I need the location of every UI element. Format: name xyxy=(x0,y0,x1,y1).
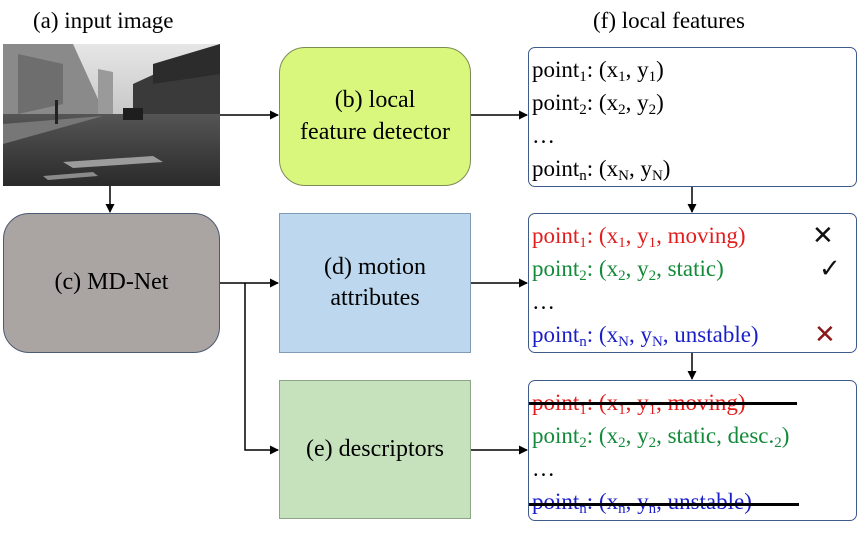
motion-attributes-box: (d) motion attributes xyxy=(279,213,471,353)
reject-cross-icon: ✕ xyxy=(812,221,834,250)
local-feature-detector-box: (b) local feature detector xyxy=(279,47,471,186)
motion-label-line2: attributes xyxy=(330,285,420,311)
strikethrough-line xyxy=(529,503,799,506)
strikethrough-line xyxy=(529,402,797,405)
descriptors-box: (e) descriptors xyxy=(279,380,471,519)
local-features-panel: point1: (x1, y1) point2: (x2, y2) … poin… xyxy=(528,47,857,187)
descriptors-label: (e) descriptors xyxy=(306,435,444,462)
input-image xyxy=(3,44,220,186)
feature-line-1: point1: (x1, y1) xyxy=(532,57,664,85)
accept-check-icon: ✓ xyxy=(819,254,841,283)
md-net-box: (c) MD-Net xyxy=(3,213,220,353)
arrow-mdnet-to-descriptors xyxy=(244,283,279,455)
static-feature-line: point2: (x2, y2, static) xyxy=(532,256,724,284)
final-ellipsis: … xyxy=(532,456,555,481)
detector-label-line1: (b) local xyxy=(334,87,416,114)
reject-cross-dark-icon: ✕ xyxy=(814,320,836,349)
removed-unstable-line: pointn: (xn, yn, unstable) xyxy=(532,489,752,517)
local-features-heading: (f) local features xyxy=(593,8,745,33)
motion-attributed-features-panel: point1: (x1, y1, moving) ✕ point2: (x2, … xyxy=(528,213,857,353)
final-features-panel: point1: (x1, y1, moving) point2: (x2, y2… xyxy=(528,380,857,521)
unstable-feature-line: pointn: (xN, yN, unstable) xyxy=(532,322,759,350)
moving-feature-line: point1: (x1, y1, moving) xyxy=(532,223,746,251)
motion-ellipsis: … xyxy=(532,289,555,314)
feature-ellipsis: … xyxy=(532,123,555,148)
kept-static-line: point2: (x2, y2, static, desc.2) xyxy=(532,423,790,451)
input-image-heading: (a) input image xyxy=(33,8,174,33)
motion-label-line1: (d) motion xyxy=(324,253,426,280)
detector-label-line2: feature detector xyxy=(300,118,450,145)
feature-line-2: point2: (x2, y2) xyxy=(532,90,664,118)
md-net-label: (c) MD-Net xyxy=(54,269,169,296)
feature-line-n: pointn: (xN, yN) xyxy=(532,156,671,184)
